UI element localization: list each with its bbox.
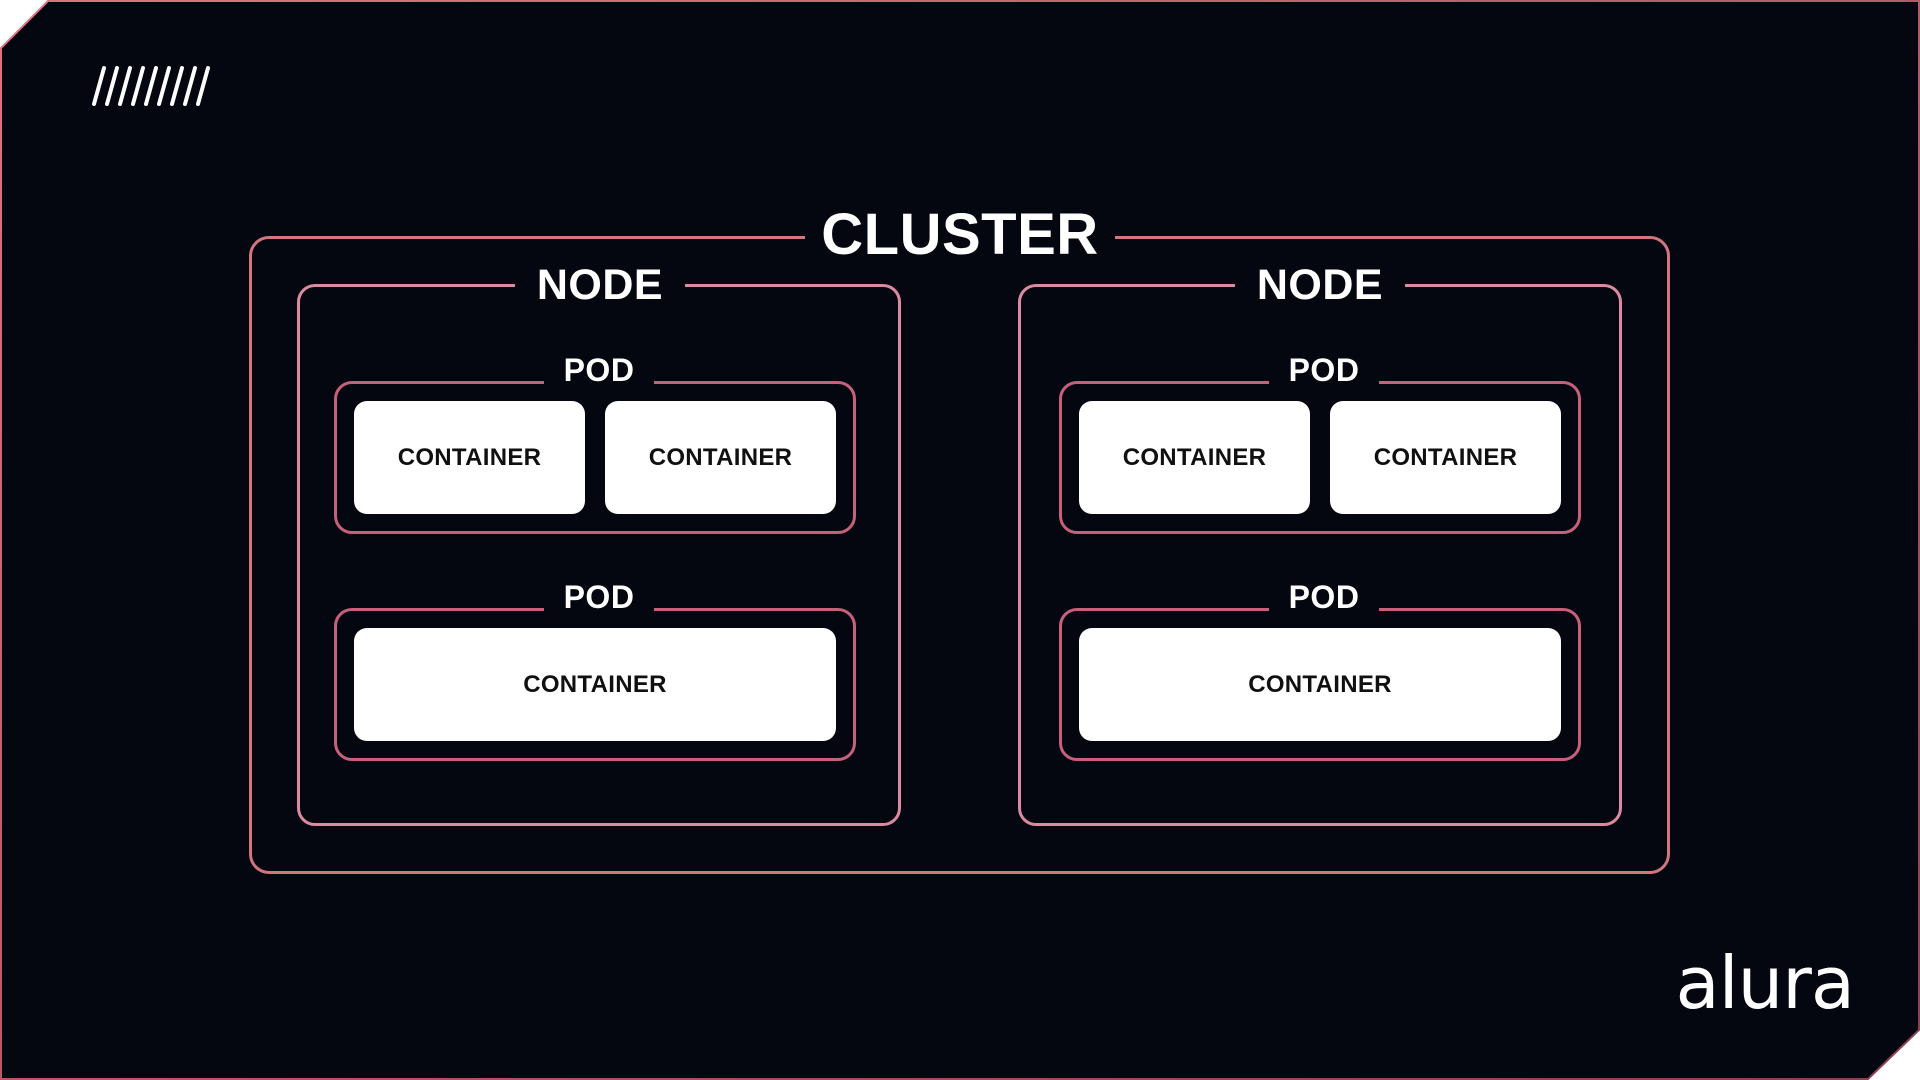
pod-label-right-top: POD bbox=[1269, 350, 1379, 390]
container-box: CONTAINER bbox=[1079, 628, 1561, 741]
node-label-right: NODE bbox=[1235, 260, 1405, 310]
pod-label-left-bottom: POD bbox=[544, 577, 654, 617]
container-box: CONTAINER bbox=[354, 401, 585, 514]
node-label-left: NODE bbox=[515, 260, 685, 310]
container-box: CONTAINER bbox=[605, 401, 836, 514]
alura-logo: alura bbox=[1675, 941, 1855, 1025]
pod-label-left-top: POD bbox=[544, 350, 654, 390]
slash-stripes-icon bbox=[92, 66, 210, 106]
container-box: CONTAINER bbox=[354, 628, 836, 741]
pod-label-right-bottom: POD bbox=[1269, 577, 1379, 617]
cluster-label: CLUSTER bbox=[805, 205, 1115, 265]
container-box: CONTAINER bbox=[1079, 401, 1310, 514]
container-box: CONTAINER bbox=[1330, 401, 1561, 514]
